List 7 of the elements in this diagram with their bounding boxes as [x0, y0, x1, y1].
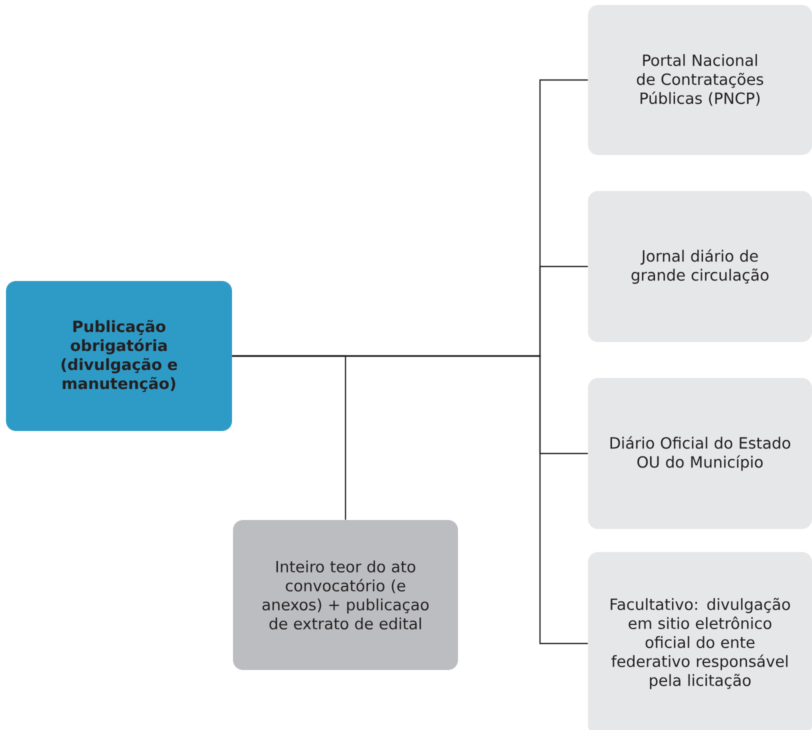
category-box: Jornal diário de grande circulação	[588, 191, 812, 342]
category-box: Facultativo: divulgação em sitio eletrônico oficial do ente federativo responsável pela licitação	[588, 552, 812, 730]
main-box: Publicação obrigatória (divulgação e manutenção)	[6, 281, 232, 431]
category-box: Portal Nacional de Contratações Públicas (PNCP)	[588, 5, 812, 155]
connector-line	[232, 355, 346, 520]
detail-box: Inteiro teor do ato convocatório (e anexos) + publicaçao de extrato de edital	[233, 520, 458, 670]
category-box: Diário Oficial do Estado OU do Município	[588, 378, 812, 529]
